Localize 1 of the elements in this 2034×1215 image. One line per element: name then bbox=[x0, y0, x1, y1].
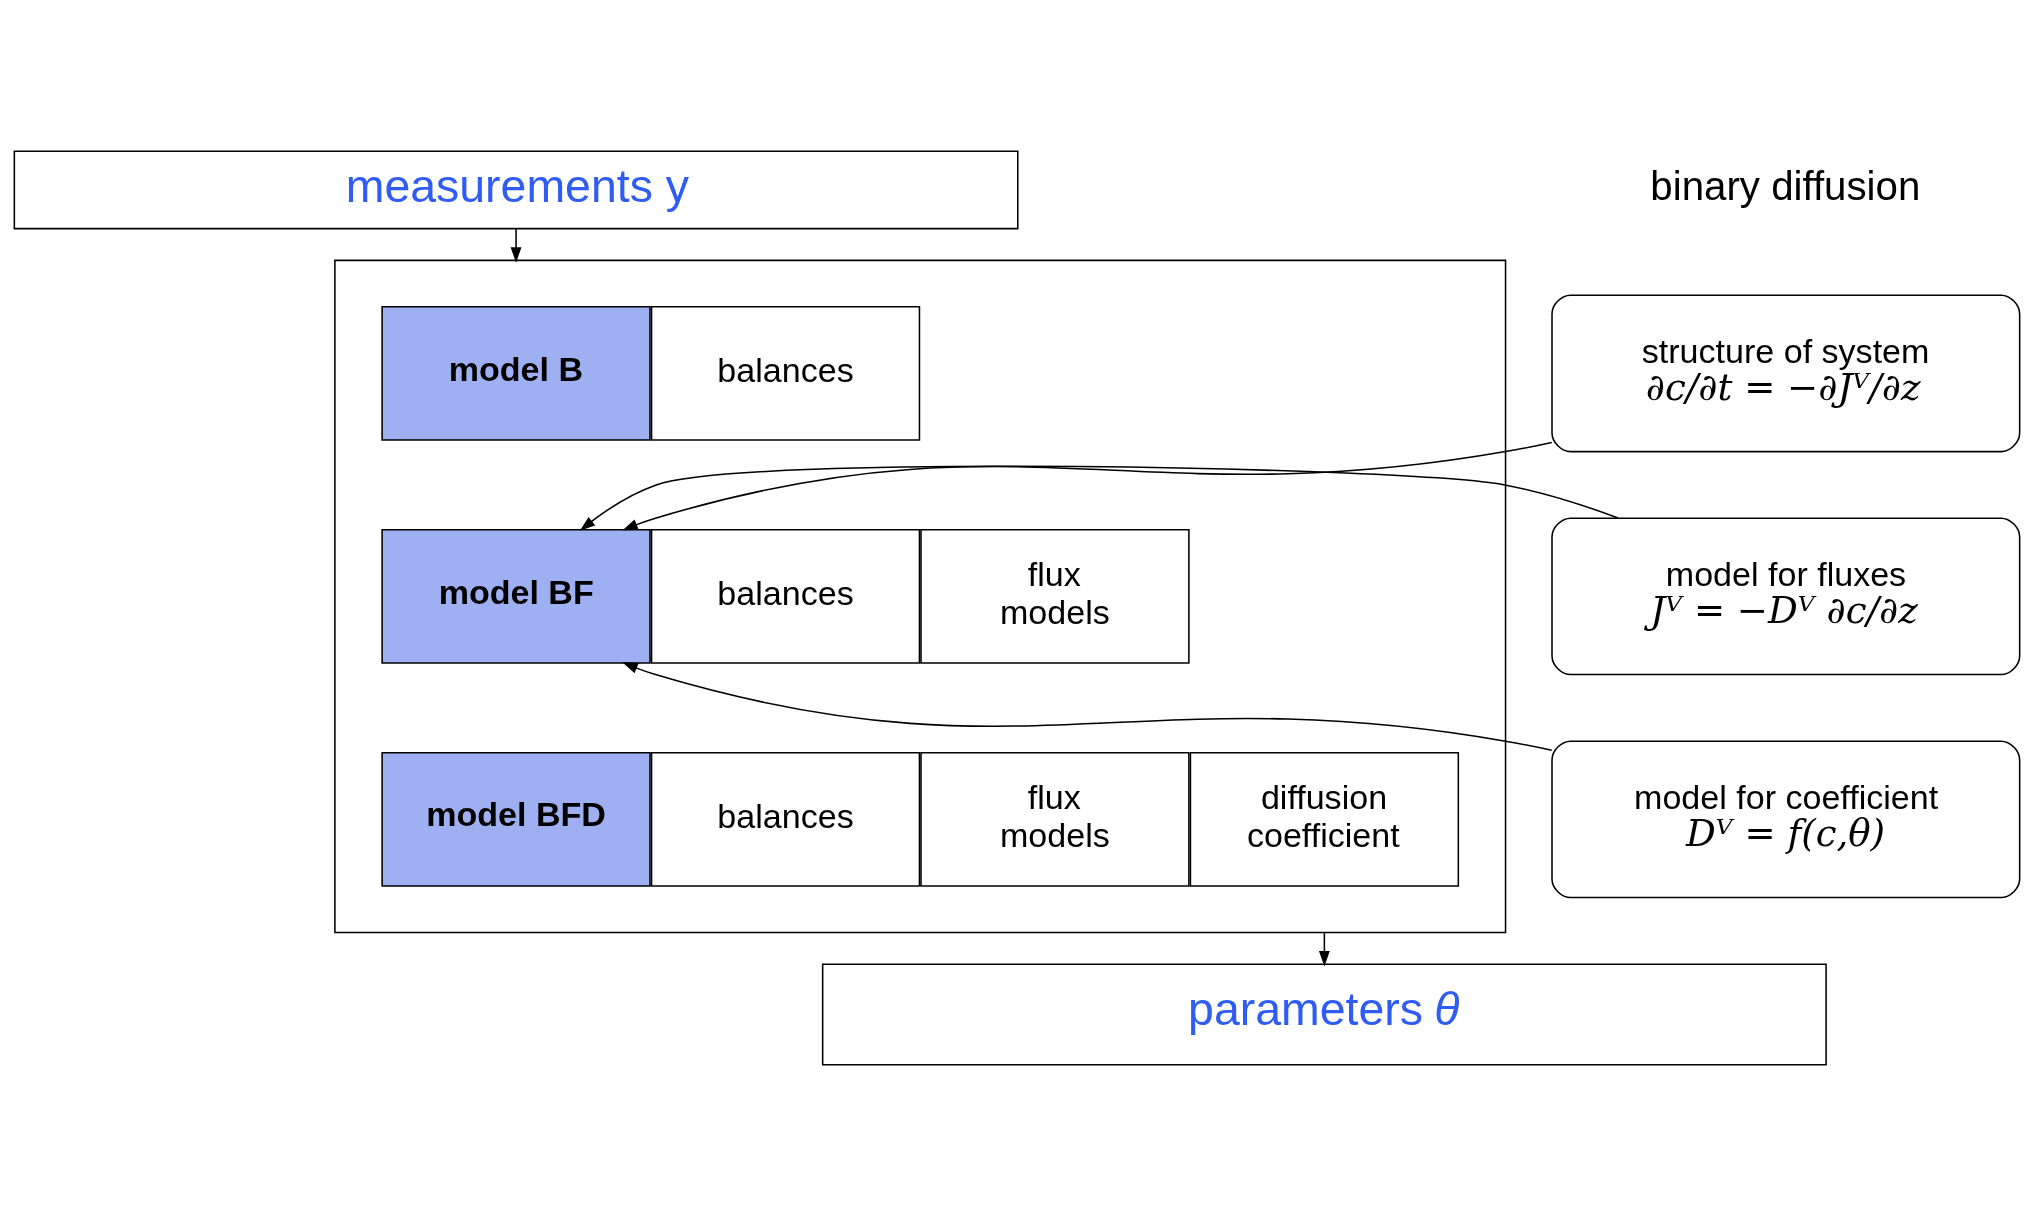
label: binary diffusion bbox=[1650, 163, 1921, 209]
